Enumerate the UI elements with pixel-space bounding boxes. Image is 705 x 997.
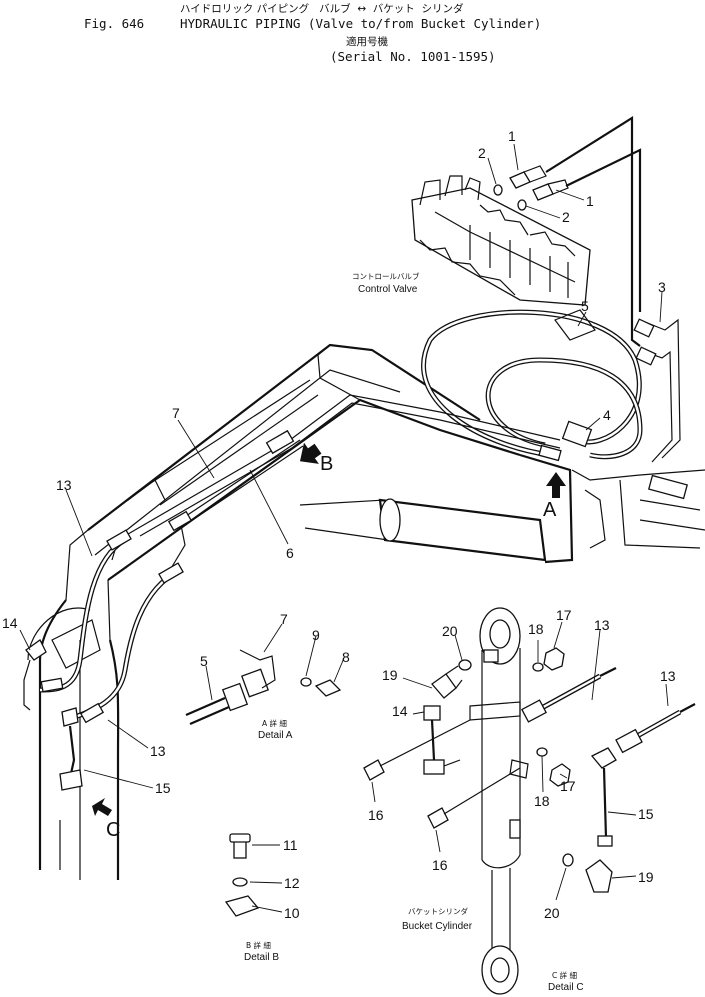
callout-1-lower: 1	[586, 193, 594, 209]
callout-19-detail-c: 19	[638, 869, 654, 885]
callout-18-lower: 18	[534, 793, 550, 809]
callout-17-lower: 17	[560, 778, 576, 794]
callout-10: 10	[284, 905, 300, 921]
callout-13-a: 13	[56, 477, 72, 493]
view-label-c: C	[106, 819, 120, 841]
detail-b	[224, 833, 260, 917]
boom-tubes	[111, 394, 561, 571]
figure-title: HYDRAULIC PIPING (Valve to/from Bucket C…	[180, 16, 542, 31]
detail-b-label-jp: B 詳 細	[246, 940, 271, 950]
elbow-19-upper	[431, 665, 463, 699]
o-ring-2-lower	[517, 199, 527, 211]
header: ハイドロリック パイピング バルブ ↔ バケット シリンダ Fig. 646 H…	[0, 0, 705, 90]
serial-range: (Serial No. 1001-1595)	[330, 49, 496, 64]
callout-6: 6	[286, 545, 294, 561]
detail-c	[562, 703, 696, 893]
callout-17-upper: 17	[556, 607, 572, 623]
bucket-cylinder	[479, 607, 521, 995]
o-ring-2-upper	[493, 184, 503, 196]
callout-5-detail-a: 5	[200, 653, 208, 669]
callout-13-d: 13	[660, 668, 676, 684]
callout-8: 8	[342, 649, 350, 665]
clamp-16	[363, 719, 529, 829]
callout-7-detail-a: 7	[280, 611, 288, 627]
arm-hoses-13	[39, 529, 184, 724]
callout-3: 3	[658, 279, 666, 295]
callout-7: 7	[172, 405, 180, 421]
fitting-1-lower	[532, 179, 569, 201]
callout-14: 14	[2, 615, 18, 631]
control-valve-label: Control Valve	[358, 284, 418, 295]
detail-a-label-jp: A 詳 細	[262, 718, 287, 728]
callout-20-upper: 20	[442, 623, 458, 639]
fig-label: Fig. 646	[84, 16, 145, 31]
callout-19-upper: 19	[382, 667, 398, 683]
title-jp: ハイドロリック パイピング バルブ ↔ バケット シリンダ	[180, 3, 464, 15]
callout-2-lower: 2	[562, 209, 570, 225]
view-label-a: A	[543, 499, 557, 521]
fitting-1-upper	[509, 165, 547, 189]
view-arrow-c	[92, 798, 112, 816]
o-ring-20-upper	[458, 659, 472, 671]
control-valve	[411, 175, 591, 306]
callout-leaders	[19, 143, 669, 913]
arm-fittings	[23, 639, 83, 791]
clamp-4	[538, 420, 593, 462]
callout-5: 5	[581, 298, 589, 314]
callout-14-bucket: 14	[392, 703, 408, 719]
serial-jp: 適用号機	[346, 36, 388, 48]
view-label-b: B	[320, 453, 333, 475]
washer-18-upper	[532, 662, 544, 672]
view-arrow-a	[546, 472, 566, 498]
bucket-cylinder-label: Bucket Cylinder	[402, 921, 473, 932]
detail-b-label: Detail B	[244, 952, 279, 963]
nut-17-upper	[543, 647, 565, 671]
callout-4: 4	[603, 407, 611, 423]
boom-cylinder	[299, 498, 547, 562]
detail-a-label: Detail A	[258, 730, 293, 741]
control-valve-label-jp: コントロールバルブ	[352, 271, 420, 281]
callout-18-upper: 18	[528, 621, 544, 637]
bucket-cylinder-label-jp: バケットシリンダ	[408, 906, 468, 916]
detail-c-label: Detail C	[548, 982, 584, 993]
detail-c-label-jp: C 詳 細	[552, 970, 577, 980]
callout-1-upper: 1	[508, 128, 516, 144]
swing-bracket	[519, 453, 705, 564]
callout-13-c: 13	[594, 617, 610, 633]
washer-18-lower	[536, 747, 548, 757]
hose-13-bucket	[521, 667, 617, 723]
detail-a	[185, 649, 342, 726]
callout-2-upper: 2	[478, 145, 486, 161]
callout-20-detail-c: 20	[544, 905, 560, 921]
view-arrow-b	[299, 442, 322, 464]
nut-17-lower	[549, 763, 571, 787]
hose-5	[421, 309, 643, 460]
callout-12: 12	[284, 875, 300, 891]
pipe-14-bucket	[423, 701, 521, 775]
callout-15-detail-c: 15	[638, 806, 654, 822]
arm	[27, 599, 120, 880]
callout-11: 11	[283, 837, 298, 853]
callout-15: 15	[155, 780, 171, 796]
callout-13-b: 13	[150, 743, 166, 759]
steel-pipe-3	[545, 116, 681, 463]
callout-16-lower: 16	[432, 857, 448, 873]
boom	[65, 343, 521, 641]
callout-9: 9	[312, 627, 320, 643]
callout-16-upper: 16	[368, 807, 384, 823]
